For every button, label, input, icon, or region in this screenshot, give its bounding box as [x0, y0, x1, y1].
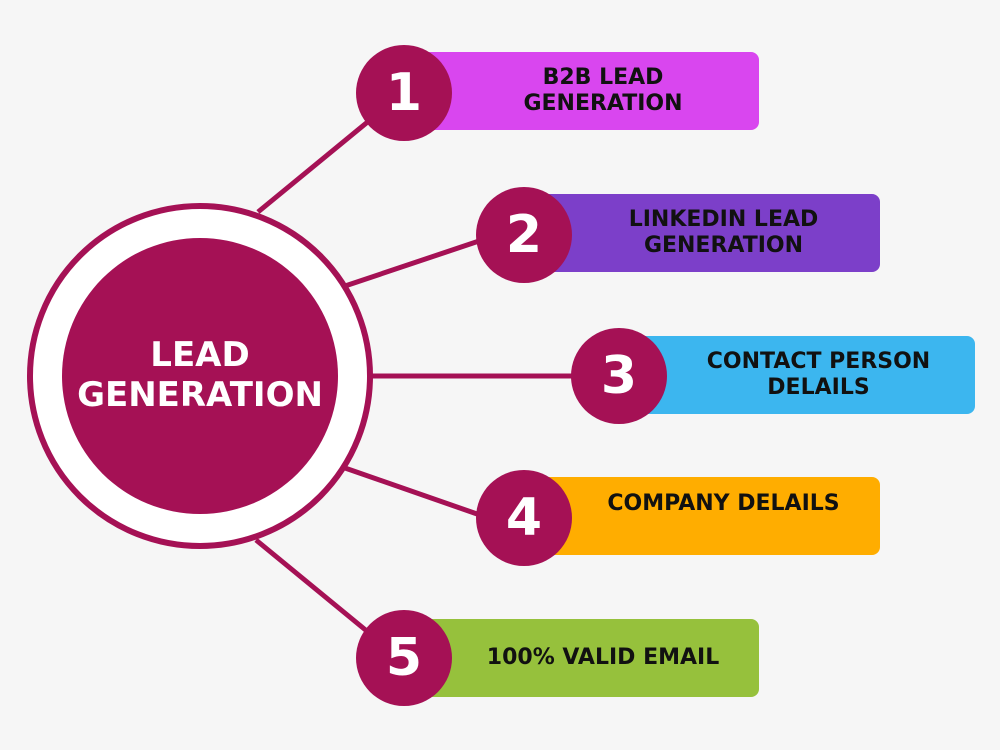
- item-1-number-badge: 1: [356, 45, 452, 141]
- item-4-number-badge: 4: [476, 470, 572, 566]
- item-3-line-2: DELAILS: [767, 375, 870, 400]
- connector-5: [254, 538, 370, 634]
- connector-1: [256, 118, 372, 214]
- item-5-label-box: 100% VALID EMAIL: [405, 619, 759, 697]
- item-3-number-badge: 3: [571, 328, 667, 424]
- item-2-line-2: GENERATION: [643, 233, 804, 258]
- item-3-label-box: CONTACT PERSON DELAILS: [620, 336, 975, 414]
- hub-circle: [62, 238, 338, 514]
- center-title: LEAD GENERATION: [60, 310, 340, 440]
- item-4-line-1: COMPANY DELAILS: [607, 491, 840, 516]
- item-1-line-2: GENERATION: [523, 91, 683, 116]
- item-5-number-badge: 5: [356, 610, 452, 706]
- item-2-number-badge: 2: [476, 187, 572, 283]
- center-title-line-1: LEAD: [150, 335, 250, 375]
- item-1-label-box: B2B LEAD GENERATION: [405, 52, 759, 130]
- item-1-line-1: B2B LEAD: [542, 65, 664, 90]
- item-3-line-1: CONTACT PERSON: [706, 349, 931, 374]
- center-title-line-2: GENERATION: [77, 375, 323, 415]
- connector-4: [344, 465, 481, 518]
- item-2-label-box: LINKEDIN LEAD GENERATION: [525, 194, 880, 272]
- connector-2: [344, 237, 483, 289]
- item-5-line-1: 100% VALID EMAIL: [486, 645, 720, 670]
- item-2-line-1: LINKEDIN LEAD: [628, 207, 819, 232]
- item-4-label-box: COMPANY DELAILS: [525, 477, 880, 555]
